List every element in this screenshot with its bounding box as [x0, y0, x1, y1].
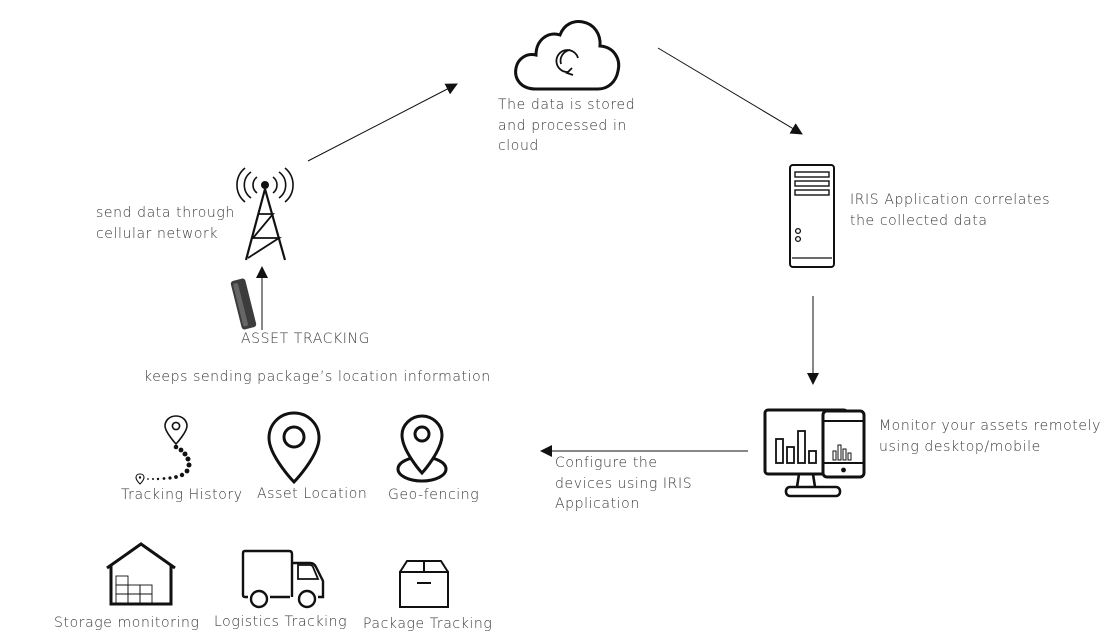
- cloud-label: The data is stored and processed in clou…: [498, 97, 636, 154]
- configure-label: Configure the devices using IRIS Applica…: [555, 455, 693, 512]
- asset-tracking-label: ASSET TRACKING: [241, 331, 371, 347]
- arrow-tower-to-cloud: [307, 83, 458, 162]
- monitor-label: Monitor your assets remotely using deskt…: [879, 418, 1101, 455]
- package-box-icon: [399, 560, 449, 608]
- feature-label-geo-fencing: Geo-fencing: [388, 487, 480, 503]
- arrow-cloud-to-server: [657, 47, 803, 135]
- tracking-history-icon: [135, 415, 192, 485]
- geofence-pin-icon: [396, 414, 448, 483]
- location-pin-icon: [267, 411, 321, 485]
- server-label: IRIS Application correlates the collecte…: [850, 192, 1051, 229]
- feature-label-logistics-tracking: Logistics Tracking: [214, 614, 348, 630]
- desktop-mobile-icon: [763, 408, 866, 498]
- cell-tower-icon: [236, 167, 294, 261]
- feature-label-storage-monitoring: Storage monitoring: [54, 615, 200, 631]
- tower-label: send data through cellular network: [96, 205, 235, 242]
- warehouse-icon: [106, 542, 176, 606]
- server-icon: [789, 164, 835, 268]
- feature-label-asset-location: Asset Location: [257, 486, 368, 502]
- delivery-truck-icon: [241, 549, 325, 609]
- tracker-device-icon: [230, 278, 257, 330]
- feature-label-tracking-history: Tracking History: [121, 487, 243, 503]
- feature-label-package-tracking: Package Tracking: [363, 616, 493, 632]
- tracker-caption: keeps sending package’s location informa…: [144, 369, 491, 385]
- cloud-sync-icon: [514, 20, 621, 91]
